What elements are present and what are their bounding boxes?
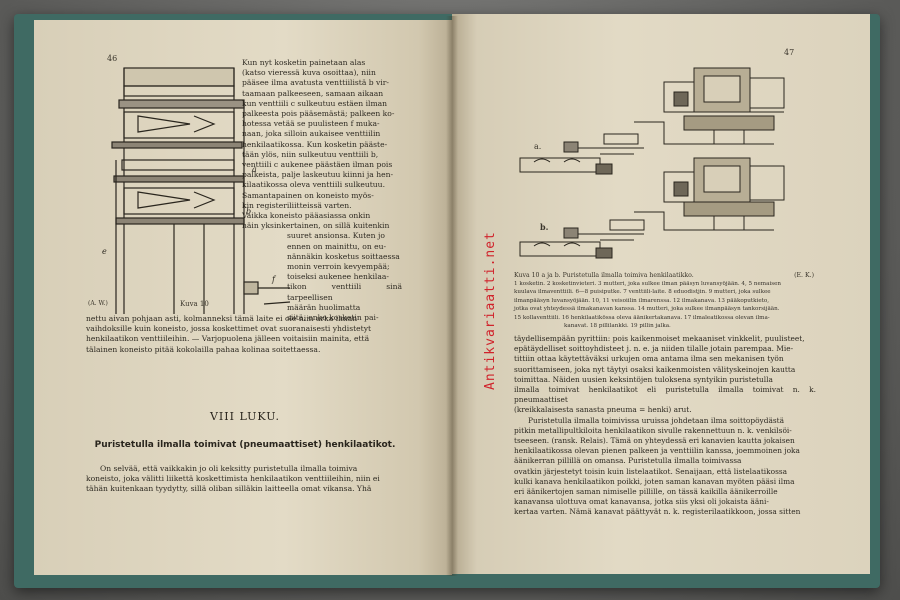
column-line: nännäkin kosketus soittaessa (287, 251, 400, 261)
left-column-text: Kun nyt kosketin painetaan alas (katso v… (242, 58, 402, 323)
legend-line: ilmanpääsyn luvansyöjään. 10, 11 veisoii… (514, 297, 770, 304)
caption-text: Kuva 10 a ja b. Puristetulla ilmalla toi… (514, 272, 694, 279)
right-page-number: 47 (784, 48, 795, 57)
column-line: suuret ansionsa. Kuten jo (287, 231, 385, 241)
column-line: tikon venttiili sinä tarpeellisen (287, 282, 402, 302)
column-line: kilaatikossa oleva venttiili sulkeutuu. (242, 180, 385, 190)
column-line: pääsee ilma avatusta venttiilistä b vir- (242, 78, 389, 88)
figure-credit-left: (A. W.) (88, 300, 108, 307)
chapter-title: VIII LUKU. (209, 410, 281, 423)
left-page-number: 46 (107, 54, 118, 63)
body-line: ovatkin järjestetyt toisin kuin listelaa… (514, 466, 788, 476)
column-line: siitä, onko kosketin pai- (287, 313, 379, 323)
column-line: Kun nyt kosketin painetaan alas (242, 58, 366, 67)
section-line: tähän kuitenkaan tyydytty, sillä oliban … (86, 484, 372, 494)
svg-text:f: f (271, 275, 277, 284)
body-line: Puristetulla ilmalla toimivissa uruissa … (528, 415, 785, 425)
column-line: (katso vieressä kuva osoittaa), niin (242, 68, 376, 78)
right-page: 47 (452, 14, 870, 574)
column-line: kun venttiili c sulkeutuu estäen ilman (242, 98, 388, 108)
body-line: (kreikkalaisesta sanasta pneuma = henki)… (514, 405, 692, 415)
left-full-text: nettu aivan pohjaan asti, kolmanneksi tä… (86, 314, 404, 355)
body-line: äänikerran pillillä on omansa. Puristetu… (514, 456, 742, 466)
column-line: näin yksinkertainen, on sillä kuitenkin (242, 221, 390, 231)
figure-legend: 1 kosketin. 2 kosketinvieteri. 3 mutteri… (514, 280, 814, 330)
caption-credit: (E. K.) (794, 272, 814, 279)
svg-text:e: e (102, 247, 107, 256)
figure-label-a: a. (534, 142, 542, 151)
section-line: On selvää, että vaikkakin jo oli keksitt… (100, 464, 358, 473)
legend-line: kuulava ilmaventtiili. 6—8 puisiputke. 7… (514, 289, 771, 296)
body-line: kulki kanava henkilaatikon poikki, joten… (514, 476, 795, 486)
column-line: ennen on mainittu, on eu- (287, 241, 387, 251)
body-line: tittiin ottaa käytettäväksi urkujen oma … (514, 354, 784, 364)
figure-caption-right: Kuva 10 a ja b. Puristetulla ilmalla toi… (514, 272, 814, 279)
column-line: tään ylös, niin sulkeutuu venttiili b, (242, 149, 379, 159)
book-gutter (446, 16, 458, 576)
column-line: naan, joka silloin aukaisee venttiilin (242, 129, 381, 139)
pneumatic-diagram (519, 67, 785, 259)
body-line: pitkin metallipultkiloita henkilaatikon … (514, 425, 792, 435)
body-line: eri äänikertojen saman nimiselle pillill… (514, 487, 778, 497)
section-text: On selvää, että vaikkakin jo oli keksitt… (86, 464, 404, 495)
key-mechanism-illustration: e a b f (102, 67, 291, 314)
column-line: henkilaatikossa. Kun kosketin pääste- (242, 139, 388, 149)
svg-text:b: b (246, 207, 251, 216)
column-line: taamaan palkeeseen, samaan aikaan (242, 88, 384, 98)
body-line: toimittaa. Näiden uusien keksintöjen tul… (514, 374, 773, 384)
section-line: koneisto, joka välitti liikettä kosketti… (86, 474, 380, 484)
column-line: venttiili c aukenee päästäen ilman pois (242, 160, 393, 170)
body-line: epätäydelliset soittoyhdisteet j. n. e. … (514, 344, 794, 354)
body-line: kanavansa ulottuva omat kanavansa, jotka… (514, 497, 769, 507)
figure-caption-left: Kuva 10 (180, 300, 209, 308)
legend-line: 15 kollaventtiili. 16 henkilaatikössa ol… (514, 314, 770, 321)
column-line: Vaikka koneisto pääasiassa onkin (242, 211, 371, 221)
body-line: tseeseen. (ransk. Relais). Tämä on yhtey… (514, 436, 795, 446)
legend-line: 1 kosketin. 2 kosketinvieteri. 3 mutteri… (514, 281, 782, 287)
column-line: määrän huolimatta (287, 302, 361, 312)
body-line: kertaa varten. Nämä kanavat päättyvät n.… (514, 507, 801, 517)
full-line: vaihdoksille kuin koneisto, jossa kosket… (86, 324, 372, 334)
left-page: 46 (34, 20, 452, 575)
full-line: tälainen koneisto pitää kokolailla pahaa… (86, 344, 321, 354)
full-line: nettu aivan pohjaan asti, kolmanneksi tä… (86, 314, 358, 323)
figure-label-b: b. (540, 222, 549, 232)
body-line: henkilaatikossa olevan pienen palkeen ja… (514, 446, 800, 456)
body-line: suorittamiseen, joka nyt täytyi osaksi k… (514, 364, 796, 374)
column-line: Samantapainen on koneisto myös- (242, 190, 374, 200)
section-title: Puristetulla ilmalla toimivat (pneumaatt… (94, 440, 396, 450)
svg-text:a: a (252, 165, 257, 174)
column-line: palkeista, palje laskeutuu kiinni ja hen… (242, 170, 394, 180)
full-line: henkilaatikon venttiileihin. — Varjopuol… (86, 334, 370, 344)
right-body-text: täydellisempään pyrittiin: pois kaikenmo… (514, 334, 816, 518)
watermark-text: Antikvariaatti.net (483, 231, 498, 390)
column-line: kin registeriliitteissä varten. (242, 200, 352, 210)
column-line: toiseksi aukenee henkilaa- (287, 272, 389, 282)
body-line: ilmalla toimivat henkilaatikot eli puris… (514, 385, 816, 405)
legend-line: jotka ovat yhteydessä ilmakanavan kanssa… (514, 306, 780, 313)
body-line: täydellisempään pyrittiin: pois kaikenmo… (514, 334, 805, 343)
legend-line: kanavat. 18 pillilankki. 19 pillin jalka… (564, 323, 671, 330)
column-line: palkeesta pois pääsemästä; palkeen ko- (242, 109, 395, 119)
column-line: hotessa vetää se puulisteen f muka- (242, 119, 380, 129)
column-line: monin verroin kevyempää; (287, 262, 390, 272)
